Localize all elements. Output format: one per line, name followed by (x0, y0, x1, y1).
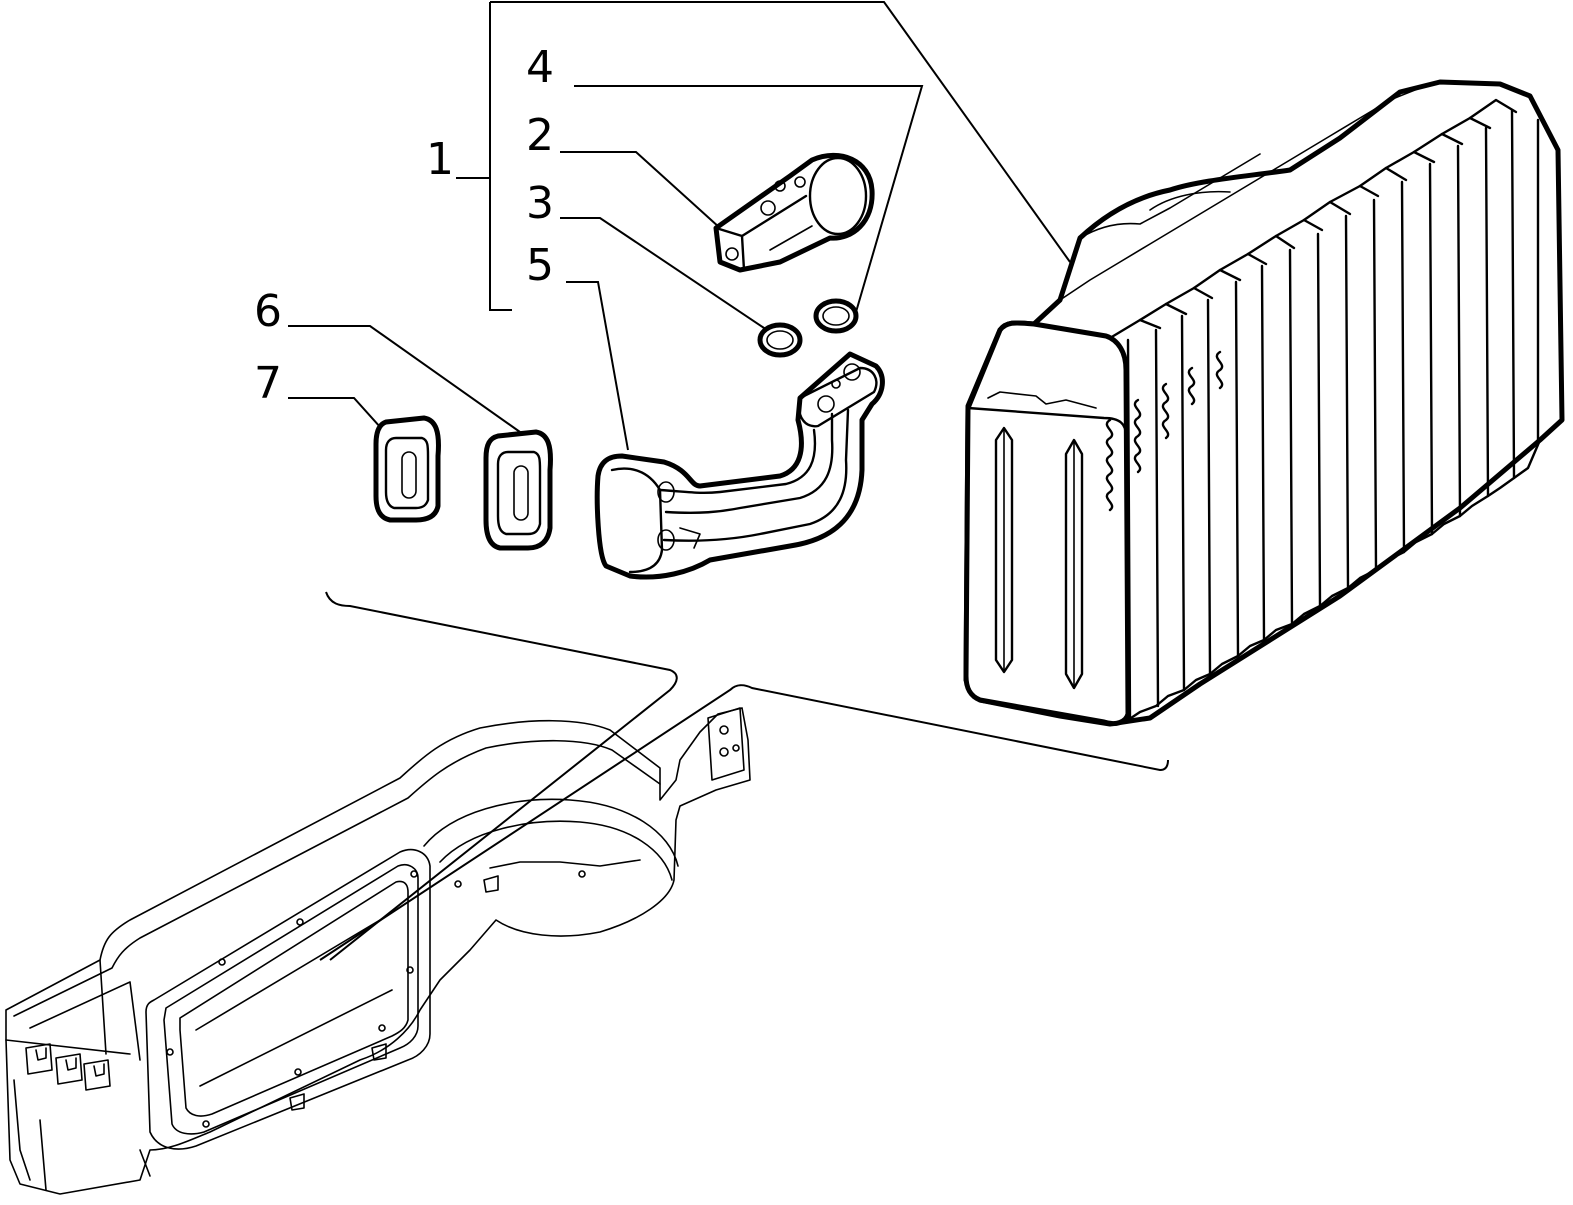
leader-6 (288, 325, 521, 433)
callout-numbers: 1 2 3 4 5 6 7 (254, 42, 554, 409)
leader-3 (560, 217, 771, 333)
callout-2: 2 (526, 110, 554, 161)
o-ring-3 (757, 322, 803, 358)
pipe-assembly-part (594, 351, 885, 580)
leader-1-to-evaporator (490, 1, 1071, 263)
leader-2 (560, 151, 721, 229)
grommet-6 (483, 429, 553, 551)
leader-7 (288, 397, 391, 439)
grommet-7 (373, 415, 441, 523)
leader-housing (325, 591, 678, 961)
callout-4: 4 (526, 42, 554, 93)
evaporator-housing-part (5, 591, 1169, 1195)
leader-5 (566, 281, 629, 451)
callout-5: 5 (526, 240, 554, 291)
expansion-valve-part (713, 153, 875, 273)
leader-housing-right (319, 684, 1169, 961)
leader-4 (574, 85, 924, 313)
o-ring-4 (813, 298, 859, 334)
leader-lines (288, 1, 1071, 451)
connector-blocks (25, 1043, 111, 1091)
callout-6: 6 (254, 286, 282, 337)
grommet-parts (373, 415, 553, 551)
callout-7: 7 (254, 358, 282, 409)
callout-1: 1 (426, 134, 454, 185)
o-ring-parts (757, 298, 859, 358)
evaporator-core-part (963, 79, 1565, 727)
callout-3: 3 (526, 178, 554, 229)
leader-1-vertical (489, 2, 512, 311)
